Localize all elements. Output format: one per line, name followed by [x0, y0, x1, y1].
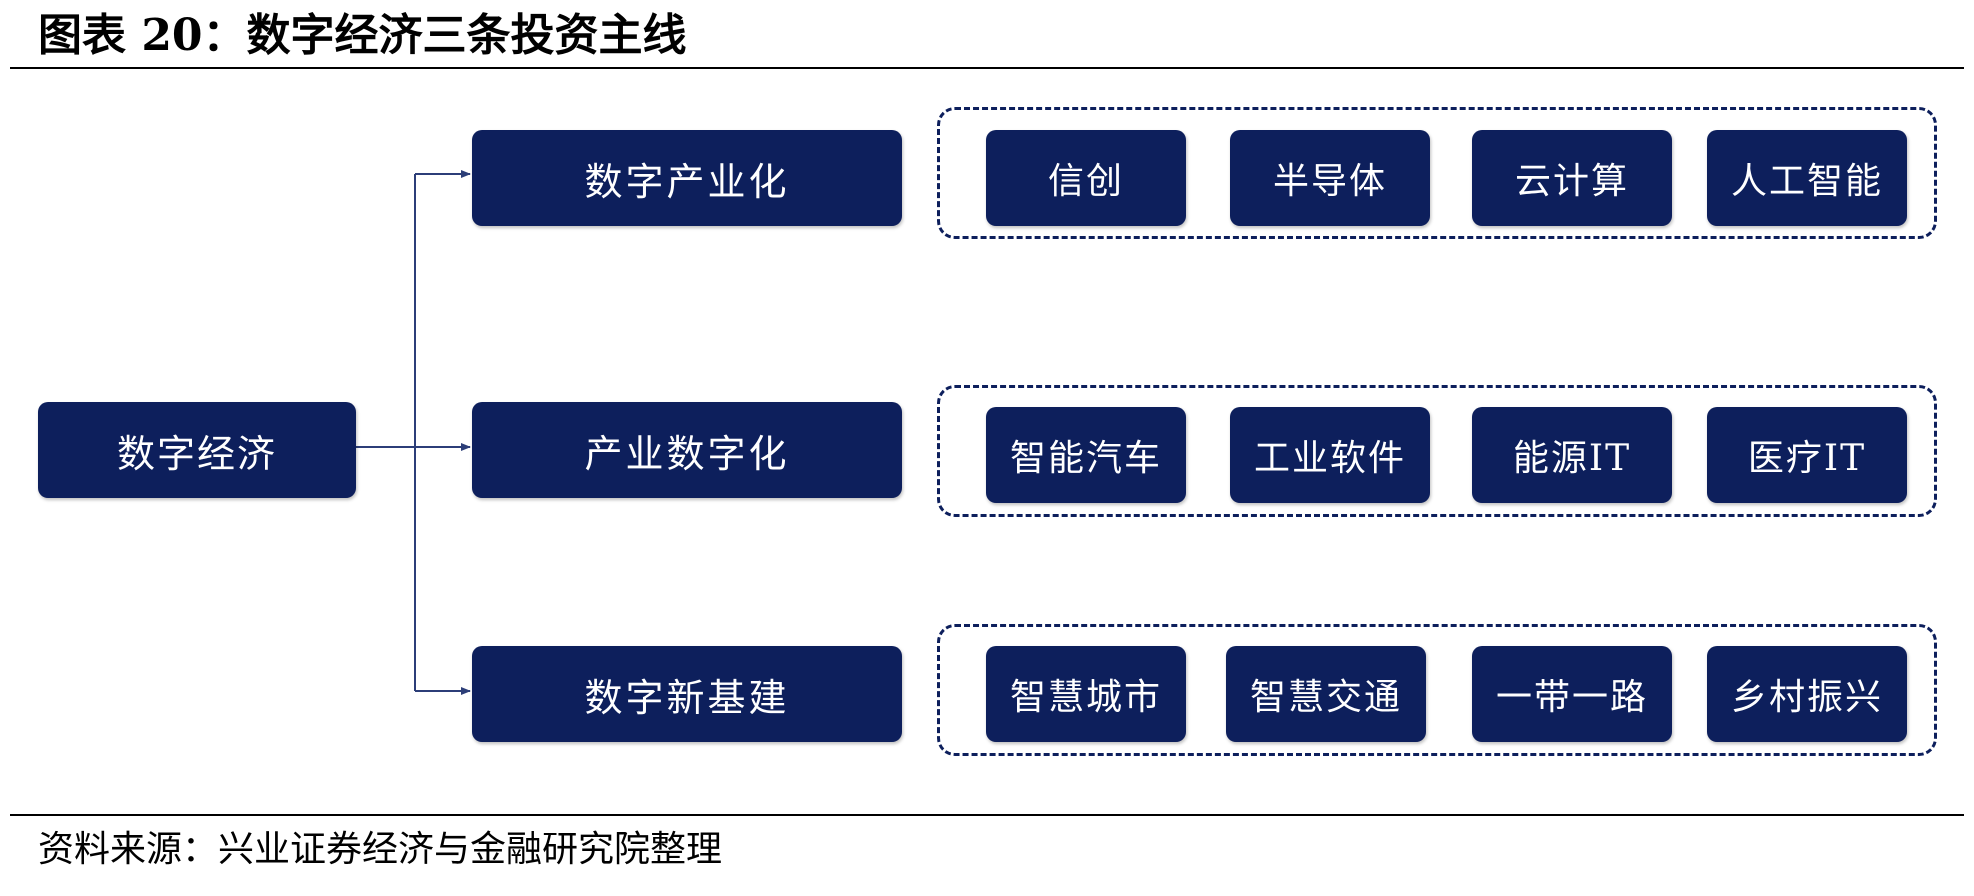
- item-node: 智慧城市: [986, 646, 1186, 742]
- item-node: 信创: [986, 130, 1186, 226]
- branch-node-2: 产业数字化: [472, 402, 902, 498]
- item-node: 半导体: [1230, 130, 1430, 226]
- item-node: 工业软件: [1230, 407, 1430, 503]
- item-node: 一带一路: [1472, 646, 1672, 742]
- item-node: 能源IT: [1472, 407, 1672, 503]
- branch-node-3: 数字新基建: [472, 646, 902, 742]
- source-note: 资料来源：兴业证券经济与金融研究院整理: [38, 829, 723, 870]
- item-group-2: [937, 385, 1937, 517]
- figure-title: 图表 20：数字经济三条投资主线: [38, 10, 687, 61]
- title-divider: [10, 67, 1964, 69]
- item-node: 云计算: [1472, 130, 1672, 226]
- item-group-3: [937, 624, 1937, 756]
- item-node: 医疗IT: [1707, 407, 1907, 503]
- item-node: 乡村振兴: [1707, 646, 1907, 742]
- item-node: 人工智能: [1707, 130, 1907, 226]
- item-node: 智慧交通: [1226, 646, 1426, 742]
- source-divider: [10, 814, 1964, 816]
- root-node: 数字经济: [38, 402, 356, 498]
- item-group-1: [937, 107, 1937, 239]
- branch-node-1: 数字产业化: [472, 130, 902, 226]
- item-node: 智能汽车: [986, 407, 1186, 503]
